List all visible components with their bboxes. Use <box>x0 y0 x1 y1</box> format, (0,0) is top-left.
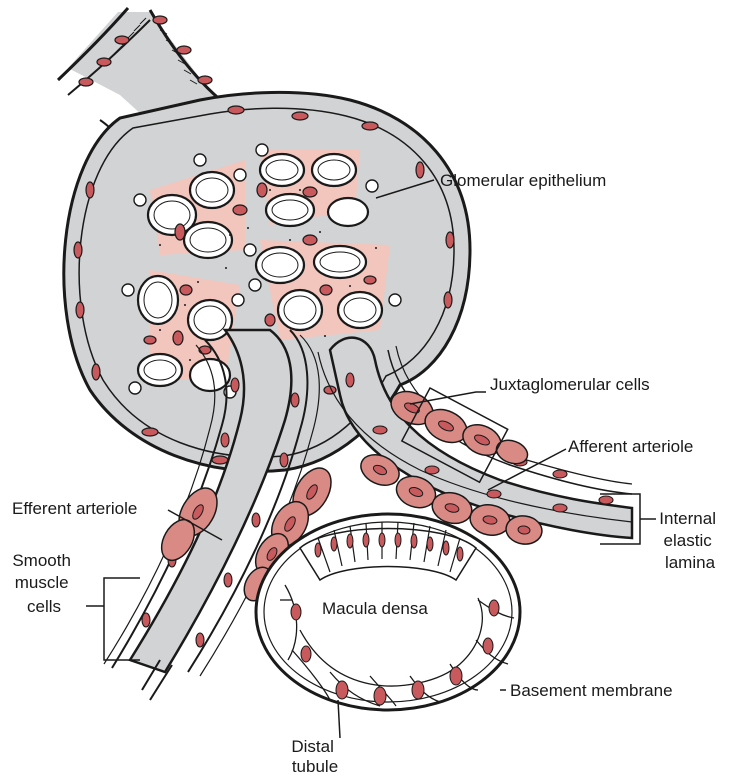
label-efferent-arteriole: Efferent arteriole <box>12 499 137 518</box>
label-internal-elastic-lamina: Internal elastic lamina <box>659 509 720 572</box>
label-smooth-muscle-cells: Smooth muscle cells <box>12 551 75 616</box>
label-basement-membrane: Basement membrane <box>510 681 673 700</box>
label-glomerular-epithelium: Glomerular epithelium <box>440 171 606 190</box>
label-juxtaglomerular-cells: Juxtaglomerular cells <box>490 375 650 394</box>
label-afferent-arteriole: Afferent arteriole <box>568 437 693 456</box>
label-distal-tubule: Distal tubule <box>291 737 338 776</box>
label-macula-densa: Macula densa <box>322 599 428 618</box>
